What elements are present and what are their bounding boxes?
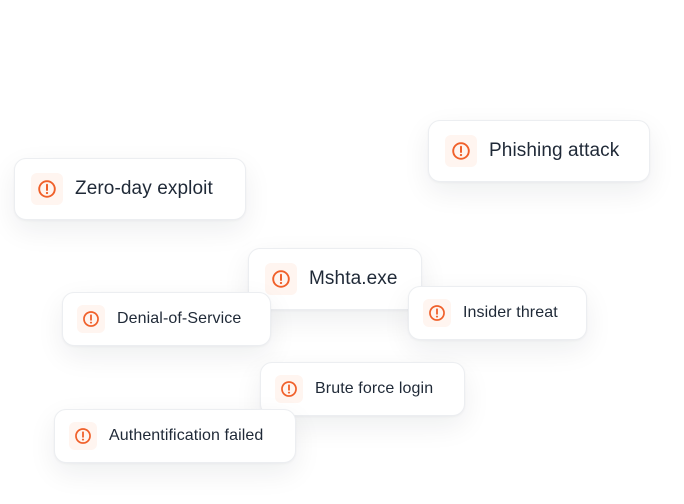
alert-chip-label: Zero-day exploit [75,178,213,199]
alert-chip-label: Insider threat [463,304,558,321]
alert-chip-phishing-attack[interactable]: Phishing attack [428,120,650,182]
alert-circle-icon [31,173,63,205]
alert-circle-icon [69,422,97,450]
alert-chip-insider-threat[interactable]: Insider threat [408,286,587,340]
alert-chip-mshta-exe[interactable]: Mshta.exe [248,248,422,310]
alert-circle-icon [275,375,303,403]
alert-circle-icon [423,299,451,327]
alert-chip-brute-force-login[interactable]: Brute force login [260,362,465,416]
alert-chip-label: Authentification failed [109,427,264,444]
alert-chip-authentification-failed[interactable]: Authentification failed [54,409,296,463]
alert-chip-label: Phishing attack [489,140,620,161]
alert-chip-label: Denial-of-Service [117,310,242,327]
alert-circle-icon [77,305,105,333]
alert-chip-zero-day-exploit[interactable]: Zero-day exploit [14,158,246,220]
alert-chip-label: Mshta.exe [309,268,398,289]
alert-chip-denial-of-service[interactable]: Denial-of-Service [62,292,271,346]
alert-chip-label: Brute force login [315,380,434,397]
alert-circle-icon [445,135,477,167]
alert-circle-icon [265,263,297,295]
